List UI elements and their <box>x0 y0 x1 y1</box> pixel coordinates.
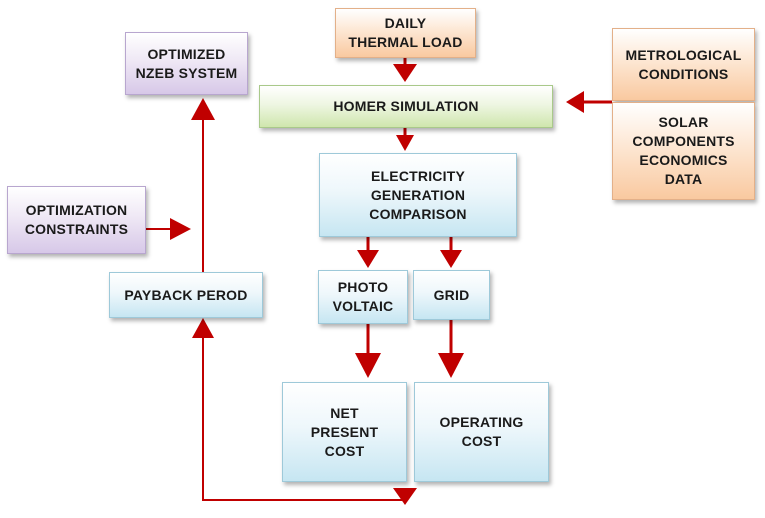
homer-simulation-node: HOMER SIMULATION <box>259 85 553 128</box>
metrological-conditions-node: METROLOGICAL CONDITIONS <box>612 28 755 101</box>
arrowhead-load-to-homer <box>393 64 417 82</box>
arrowhead-egc-to-pv <box>357 250 379 268</box>
arrowhead-payback-to-nzeb <box>191 98 215 120</box>
arrow-costs-to-payback <box>202 336 405 501</box>
net-present-cost-node: NET PRESENT COST <box>282 382 407 482</box>
arrowhead-grid-to-oc <box>438 353 464 378</box>
arrowhead-homer-to-egc <box>396 135 414 151</box>
payback-period-node: PAYBACK PEROD <box>109 272 263 318</box>
grid-node: GRID <box>413 270 490 320</box>
arrowhead-pv-to-npc <box>355 353 381 378</box>
arrowhead-egc-to-grid <box>440 250 462 268</box>
electricity-generation-comparison-node: ELECTRICITY GENERATION COMPARISON <box>319 153 517 237</box>
operating-cost-node: OPERATING COST <box>414 382 549 482</box>
solar-components-economics-data-node: SOLAR COMPONENTS ECONOMICS DATA <box>612 102 755 200</box>
optimization-constraints-node: OPTIMIZATION CONSTRAINTS <box>7 186 146 254</box>
optimized-nzeb-system-node: OPTIMIZED NZEB SYSTEM <box>125 32 248 95</box>
arrowhead-metro-to-homer <box>566 91 584 113</box>
photo-voltaic-node: PHOTO VOLTAIC <box>318 270 408 324</box>
arrowhead-bottom-junction <box>393 488 417 505</box>
daily-thermal-load-node: DAILY THERMAL LOAD <box>335 8 476 58</box>
arrowhead-costs-to-payback <box>192 318 214 338</box>
arrowhead-constraints-to-line <box>170 218 191 240</box>
